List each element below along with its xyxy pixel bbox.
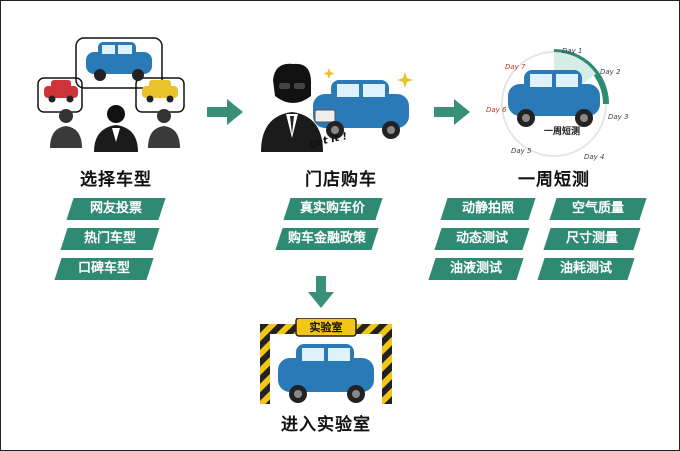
day-label-3: Day 3	[608, 113, 629, 121]
week-test-illustration	[501, 49, 609, 157]
tag-finance-policy[interactable]: 购车金融政策	[275, 228, 379, 250]
car-icon	[278, 344, 374, 403]
tag-static-dynamic-photo[interactable]: 动静拍照	[440, 198, 536, 220]
lab-sign: 实验室	[309, 321, 343, 334]
person-icon	[261, 63, 323, 152]
tag-netizen-vote[interactable]: 网友投票	[66, 198, 166, 220]
person-icon	[94, 105, 138, 152]
day-label-5: Day 5	[511, 147, 532, 155]
person-icon	[50, 109, 82, 148]
day-label-6: Day 6	[486, 106, 507, 114]
car-icon	[313, 80, 409, 139]
thought-bubble-left	[37, 77, 83, 113]
sparkle-icon	[397, 72, 413, 88]
thought-bubble-main	[75, 37, 163, 89]
day-label-2: Day 2	[600, 68, 621, 76]
car-icon	[44, 80, 78, 103]
day-label-7: Day 7	[505, 63, 526, 71]
tag-air-quality[interactable]: 空气质量	[549, 198, 647, 220]
tag-dynamic-test[interactable]: 动态测试	[434, 228, 530, 250]
step-lab-title: 进入实验室	[281, 415, 371, 435]
store-purchase-illustration	[261, 63, 413, 152]
car-icon	[508, 70, 600, 127]
hazard-frame-icon	[260, 318, 392, 404]
tag-hot-models[interactable]: 热门车型	[60, 228, 160, 250]
tag-fuel-consumption[interactable]: 油耗测试	[537, 258, 635, 280]
tag-reputation-models[interactable]: 口碑车型	[54, 258, 154, 280]
arrow-right-icon	[434, 99, 470, 125]
arrow-down-icon	[308, 276, 334, 308]
person-icon	[148, 109, 180, 148]
arrow-right-icon	[207, 99, 243, 125]
car-icon	[142, 80, 178, 103]
car-icon	[86, 42, 152, 81]
step-store-title: 门店购车	[305, 170, 377, 190]
sparkle-icon	[323, 68, 335, 79]
tag-real-price[interactable]: 真实购车价	[283, 198, 383, 220]
step-week-title: 一周短测	[518, 170, 590, 190]
choose-model-illustration	[37, 37, 185, 152]
tag-fluid-test[interactable]: 油液测试	[428, 258, 524, 280]
tag-dimension-measure[interactable]: 尺寸测量	[543, 228, 641, 250]
day-label-4: Day 4	[584, 153, 605, 161]
day-label-1: Day 1	[562, 47, 583, 55]
step-choose-title: 选择车型	[80, 170, 152, 190]
week-dial-center-label: 一周短测	[543, 127, 580, 137]
